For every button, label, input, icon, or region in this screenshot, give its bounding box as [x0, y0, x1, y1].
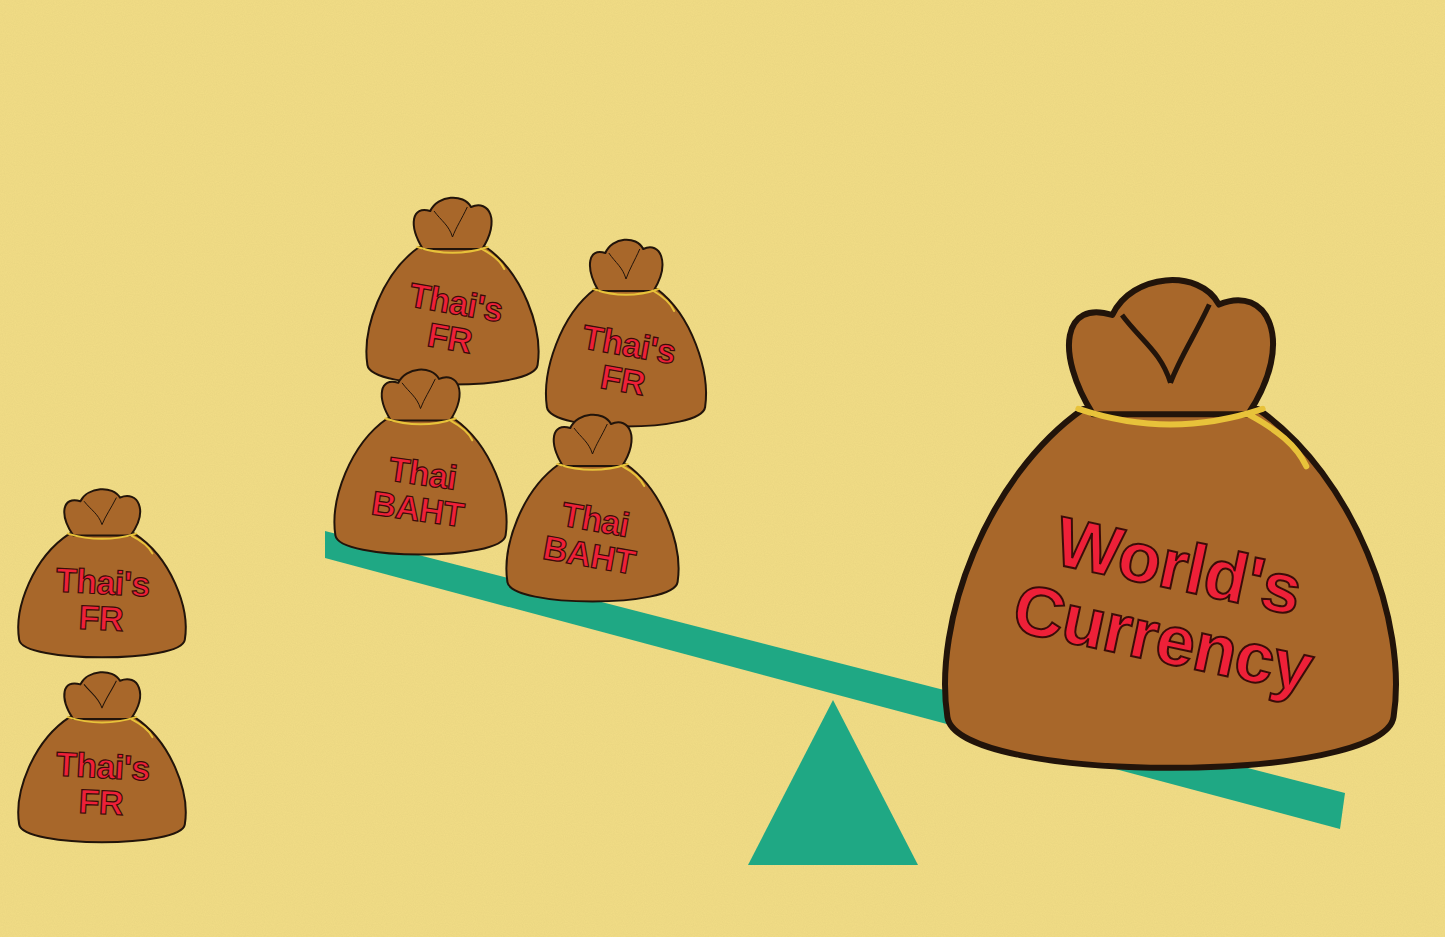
- bag-tuft: [64, 672, 140, 719]
- bag-label-area: Thai's FR: [540, 303, 712, 423]
- bag-body: [18, 534, 185, 658]
- fulcrum: [748, 700, 918, 865]
- bag-fold: [609, 249, 640, 279]
- bag-label-area: World's Currency: [928, 445, 1413, 758]
- bag-fold: [84, 498, 116, 525]
- bag-label-area: Thai BAHT: [500, 478, 685, 598]
- bag-tuft: [414, 198, 492, 249]
- bag-body: [945, 409, 1396, 768]
- bag-body: [334, 418, 506, 554]
- bag-label-area: Thai BAHT: [328, 432, 513, 551]
- bag-tuft: [64, 489, 140, 535]
- bag-body: [18, 717, 185, 842]
- bag-fold: [402, 379, 435, 409]
- bag-label: Thai's FR: [53, 746, 150, 822]
- bag-rope: [1078, 409, 1306, 466]
- bag-fold: [1122, 305, 1209, 383]
- bag-tuft: [590, 240, 662, 291]
- bag-body: [366, 247, 538, 385]
- money-bag: World's Currency: [928, 268, 1413, 790]
- bag-label: World's Currency: [1007, 499, 1334, 706]
- money-bag: Thai BAHT: [500, 410, 685, 610]
- bag-label-area: Thai's FR: [12, 546, 192, 654]
- bag-label: Thai's FR: [400, 278, 505, 365]
- bag-fold: [574, 424, 607, 454]
- money-bag: Thai's FR: [12, 485, 192, 665]
- money-bag: Thai's FR: [12, 668, 192, 850]
- bag-label-area: Thai's FR: [12, 730, 192, 839]
- bag-label-area: Thai's FR: [360, 261, 545, 381]
- bag-tuft: [382, 370, 460, 421]
- bag-tuft: [554, 415, 632, 466]
- bag-label: Thai BAHT: [541, 495, 644, 581]
- bag-rope: [68, 717, 153, 737]
- bag-body: [506, 464, 678, 602]
- bag-rope: [68, 534, 153, 554]
- bag-fold: [434, 207, 467, 237]
- bag-tuft: [1069, 280, 1273, 414]
- bag-fold: [84, 681, 116, 708]
- bag-rope: [557, 464, 644, 486]
- bag-body: [546, 289, 706, 427]
- bag-label: Thai BAHT: [370, 450, 471, 534]
- bag-rope: [417, 247, 504, 269]
- bag-rope: [593, 289, 674, 311]
- money-bag: Thai BAHT: [328, 365, 513, 563]
- money-bag: Thai's FR: [360, 193, 545, 393]
- bag-label: Thai's FR: [53, 562, 150, 638]
- bag-rope: [385, 418, 472, 440]
- money-bag: Thai's FR: [540, 235, 712, 435]
- bag-label: Thai's FR: [574, 320, 679, 407]
